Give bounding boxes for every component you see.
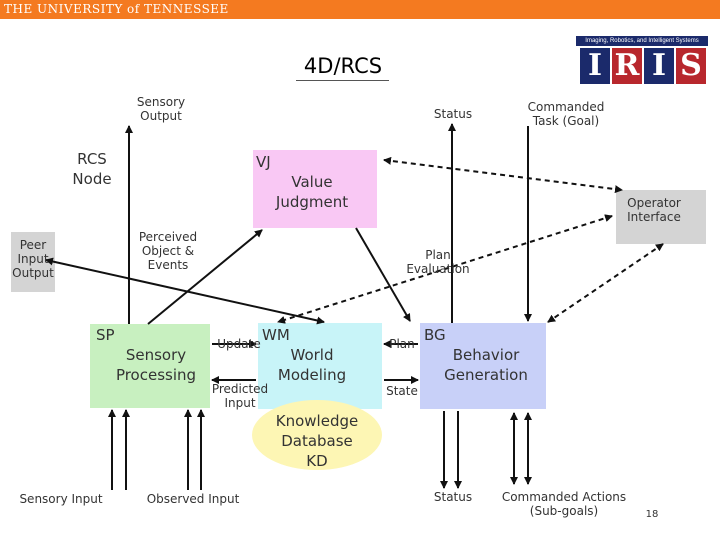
- observed-input-label: Observed Input: [146, 492, 240, 506]
- plan-label: Plan: [389, 337, 415, 351]
- logo-letter-r: R: [612, 48, 642, 84]
- page-title: 4D/RCS: [303, 54, 383, 78]
- bg-label: BG: [424, 326, 446, 344]
- knowledge-database-ellipse: [252, 400, 382, 470]
- world-modeling-box: [258, 323, 382, 409]
- sp-label: SP: [96, 326, 115, 344]
- state-label: State: [386, 384, 418, 398]
- logo-tagline: Imaging, Robotics, and Intelligent Syste…: [576, 36, 708, 46]
- behavior-generation-box: [420, 323, 546, 409]
- operator-interface-box: [616, 190, 706, 244]
- wm-label: WM: [262, 326, 290, 344]
- sensory-input-label: Sensory Input: [19, 492, 103, 506]
- header-bar: [0, 0, 720, 19]
- logo-letter-i2: I: [644, 48, 674, 84]
- status-bottom-label: Status: [433, 490, 473, 504]
- update-label: Update: [217, 337, 261, 351]
- iris-logo: Imaging, Robotics, and Intelligent Syste…: [576, 36, 708, 86]
- title-divider: [296, 80, 389, 81]
- university-wordmark: THE UNIVERSITY of TENNESSEE: [4, 2, 229, 16]
- commanded-actions-label: Commanded Actions(Sub-goals): [501, 490, 627, 518]
- logo-letter-s: S: [676, 48, 706, 84]
- operator-wm-dashed: [277, 214, 613, 324]
- page-number: 18: [645, 509, 659, 520]
- status-top-label: Status: [433, 107, 473, 121]
- sensory-processing-box: [90, 324, 210, 408]
- logo-letter-i: I: [580, 48, 610, 84]
- operator-vj-dashed: [383, 156, 623, 194]
- operator-bg-dashed: [547, 243, 664, 323]
- vj-label: VJ: [256, 153, 271, 171]
